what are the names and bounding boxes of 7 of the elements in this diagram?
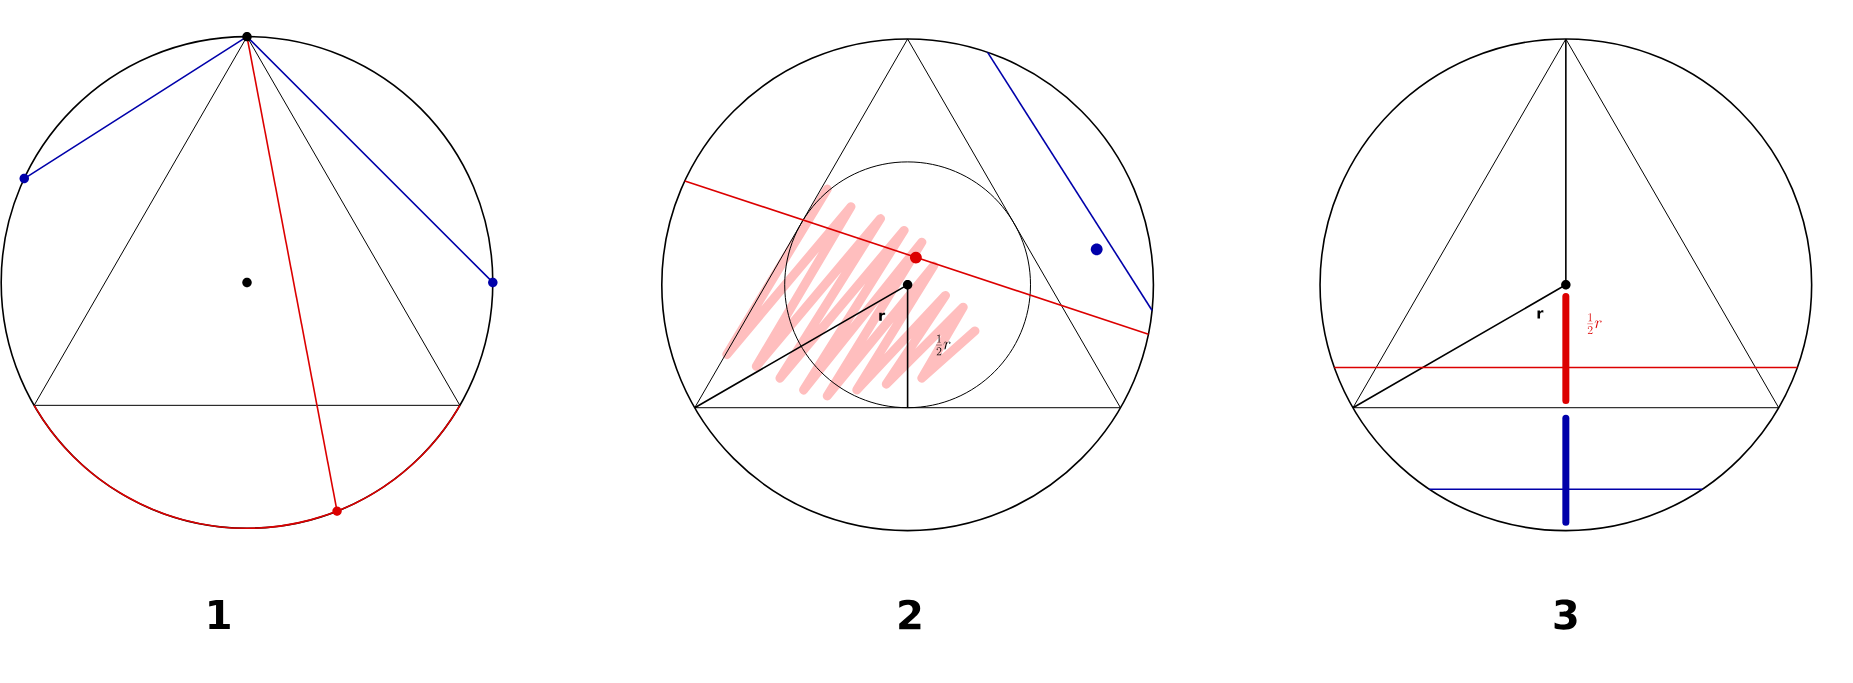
panel-number: 2 xyxy=(899,599,921,630)
panel-number: 1 xyxy=(209,599,230,630)
radius-label: r xyxy=(1537,310,1544,319)
panel-number: 3 xyxy=(1554,599,1577,630)
radius-label: r xyxy=(879,312,886,321)
radius-label: $\frac{1}{2}r$ xyxy=(1587,313,1602,335)
radius-label: $\frac{1}{2}r$ xyxy=(936,334,951,356)
